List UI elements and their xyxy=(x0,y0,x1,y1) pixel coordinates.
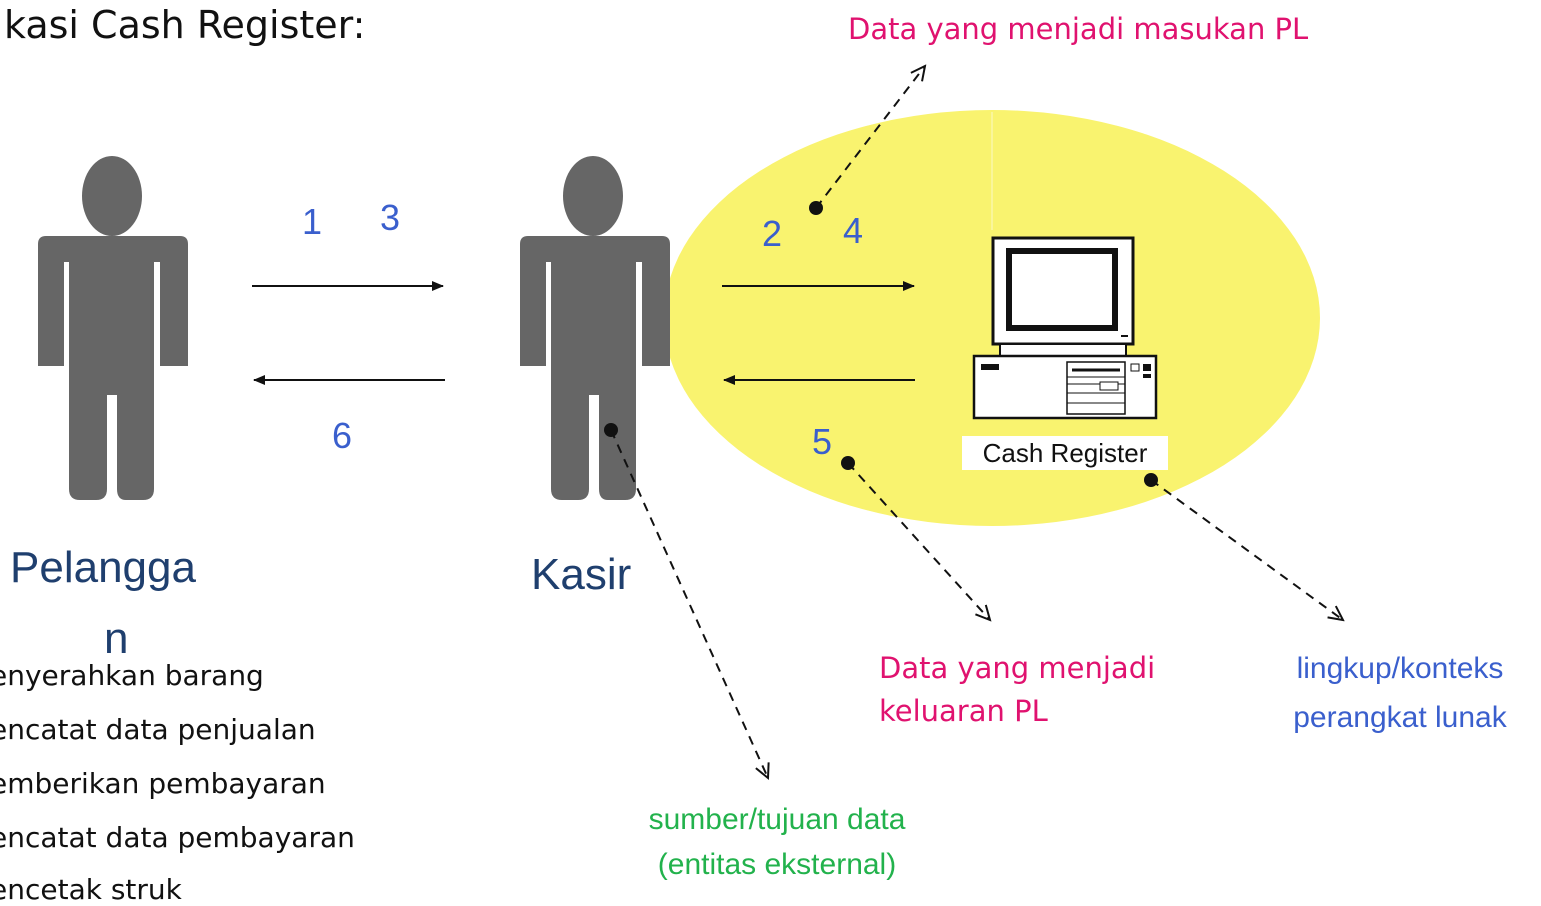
pointer-input-dot xyxy=(809,201,823,215)
pointer-output-data xyxy=(847,462,990,620)
flow-number-3: 3 xyxy=(380,197,401,238)
kasir-label: Kasir xyxy=(531,550,632,599)
step-item-4: encatat data pembayaran xyxy=(0,821,355,854)
step-item-5: encetak struk xyxy=(0,873,182,906)
annotation-source-line2: (entitas eksternal) xyxy=(657,848,897,881)
pelanggan-label-wrap: n xyxy=(104,614,129,663)
kasir-person-icon xyxy=(520,156,670,500)
annotation-input-data: Data yang menjadi masukan PL xyxy=(848,12,1309,46)
annotation-output-data-line2: keluaran PL xyxy=(879,694,1048,728)
annotation-scope-line2: perangkat lunak xyxy=(1293,701,1507,734)
flow-number-5: 5 xyxy=(812,421,833,462)
diagram-title: kasi Cash Register: xyxy=(4,3,366,47)
pointer-input-data xyxy=(815,66,925,209)
annotation-scope-line1: lingkup/konteks xyxy=(1296,652,1504,685)
flow-number-6: 6 xyxy=(332,415,353,456)
annotation-output-data-line1: Data yang menjadi xyxy=(879,651,1156,685)
flow-number-1: 1 xyxy=(302,201,323,242)
cash-register-label: Cash Register xyxy=(962,436,1168,470)
pelanggan-label: Pelangga xyxy=(10,543,196,592)
pointer-source-dot xyxy=(604,423,618,437)
annotation-source-line1: sumber/tujuan data xyxy=(648,803,906,836)
pointer-scope xyxy=(1150,479,1343,620)
pointer-output-dot xyxy=(841,456,855,470)
pointer-scope-dot xyxy=(1144,473,1158,487)
flow-number-4: 4 xyxy=(843,210,864,251)
step-item-3: emberikan pembayaran xyxy=(0,767,326,800)
flow-number-2: 2 xyxy=(762,213,783,254)
step-item-1: enyerahkan barang xyxy=(0,659,264,692)
step-item-2: encatat data penjualan xyxy=(0,713,316,746)
pelanggan-person-icon xyxy=(38,156,188,500)
computer-icon xyxy=(972,236,1158,420)
